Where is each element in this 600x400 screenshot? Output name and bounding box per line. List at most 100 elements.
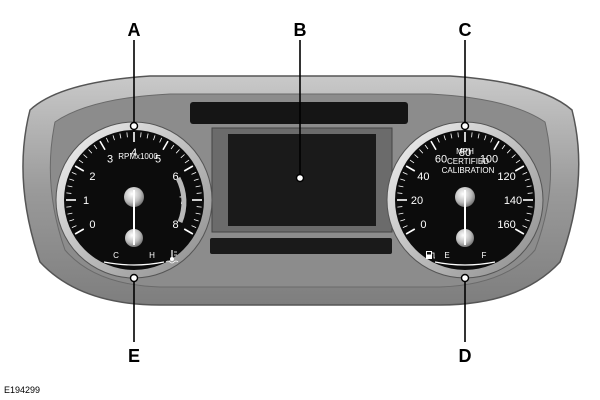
speedometer-scale-label: 160: [497, 219, 515, 231]
speedometer-major-tick: [514, 165, 525, 172]
speedometer-minor-tick: [511, 154, 516, 159]
speedometer-minor-tick: [424, 144, 429, 150]
tachometer-minor-tick: [69, 219, 75, 222]
tachometer-minor-tick: [184, 159, 190, 164]
speedometer-minor-tick: [450, 133, 453, 139]
fuel-pump-icon: [426, 251, 435, 259]
speedometer-minor-tick: [526, 185, 532, 188]
tachometer-major-tick: [162, 140, 169, 151]
speedometer-minor-tick: [398, 185, 404, 188]
speedometer-minor-tick: [484, 135, 487, 141]
tachometer-scale-label: 8: [173, 219, 179, 231]
tachometer-minor-tick: [126, 132, 128, 138]
tachometer-minor-tick: [71, 225, 77, 229]
speedometer-minor-tick: [526, 212, 532, 215]
figure-id: E194299: [4, 385, 41, 395]
speedometer-scale-label: 100: [480, 153, 498, 165]
tachometer-minor-tick: [83, 154, 88, 159]
tachometer-minor-tick: [69, 178, 75, 181]
tachometer-minor-tick: [67, 212, 73, 215]
tachometer-minor-tick: [191, 171, 197, 175]
speedometer-major-tick: [514, 228, 525, 235]
tachometer-major-tick: [183, 228, 194, 235]
speedometer-scale-label: 40: [417, 171, 429, 183]
display-top-strip: [190, 102, 408, 124]
tachometer-minor-tick: [88, 149, 93, 154]
fuel-empty-label: E: [444, 251, 449, 260]
callout-label-e: E: [128, 346, 140, 366]
tachometer-redline: [175, 176, 187, 223]
tachometer-minor-tick: [191, 225, 197, 229]
callout-dot-e: [129, 273, 139, 283]
speedometer-scale-label: 0: [420, 219, 426, 231]
speedometer-major-tick: [430, 140, 437, 151]
speedometer-major-tick: [405, 228, 416, 235]
speedometer-minor-tick: [414, 154, 419, 159]
callout-label-a: A: [128, 20, 141, 40]
speedometer-scale-label: 120: [497, 171, 515, 183]
tachometer-major-tick: [99, 140, 106, 151]
speedometer-minor-tick: [419, 149, 424, 154]
speedometer-minor-tick: [397, 206, 403, 208]
tachometer-scale-label: 3: [107, 153, 113, 165]
tachometer-minor-tick: [180, 154, 185, 159]
speedometer-minor-tick: [443, 135, 446, 141]
speedometer-minor-tick: [471, 132, 473, 138]
tachometer-minor-tick: [66, 192, 72, 194]
speedometer-minor-tick: [398, 212, 404, 215]
tachometer-scale-label: 6: [173, 171, 179, 183]
speedometer-minor-tick: [527, 206, 533, 208]
tachometer-minor-tick: [66, 206, 72, 208]
speedometer-minor-tick: [402, 225, 408, 229]
speedometer-minor-tick: [490, 137, 494, 143]
tachometer-major-tick: [74, 228, 85, 235]
speedometer-minor-tick: [436, 137, 440, 143]
tachometer-minor-tick: [67, 185, 73, 188]
tachometer-minor-tick: [196, 192, 202, 194]
tachometer-minor-tick: [195, 212, 201, 215]
speedometer-minor-tick: [524, 178, 530, 181]
tachometer-major-tick: [183, 165, 194, 172]
temperature-icon: [165, 250, 179, 264]
tachometer-minor-tick: [112, 135, 115, 141]
speedometer-label-line1: CERTIFIED: [447, 157, 489, 166]
tachometer-scale-label: 2: [89, 171, 95, 183]
speedometer-minor-tick: [522, 171, 528, 175]
callout-dot-b: [295, 173, 305, 183]
display-bottom-strip: [210, 238, 392, 254]
speedometer-minor-tick: [522, 225, 528, 229]
speedometer-minor-tick: [515, 159, 521, 164]
speedometer-scale-label: 80: [459, 147, 471, 159]
tachometer-minor-tick: [105, 137, 109, 143]
tachometer-minor-tick: [146, 133, 149, 139]
tachometer-minor-tick: [93, 144, 98, 150]
tachometer-label: RPMx1000: [118, 152, 158, 161]
callout-label-d: D: [459, 346, 472, 366]
speedometer-minor-tick: [402, 171, 408, 175]
callout-dot-d: [460, 273, 470, 283]
callout-label-b: B: [294, 20, 307, 40]
fuel-gauge-arc: [434, 261, 496, 266]
tachometer-minor-tick: [175, 149, 180, 154]
tachometer-minor-tick: [195, 185, 201, 188]
speedometer-minor-tick: [457, 132, 459, 138]
tachometer-scale-label: 5: [155, 153, 161, 165]
speedometer-minor-tick: [501, 144, 506, 150]
speedometer-minor-tick: [400, 219, 406, 222]
tachometer-minor-tick: [196, 206, 202, 208]
tachometer-minor-tick: [193, 178, 199, 181]
speedometer-minor-tick: [409, 159, 415, 164]
speedometer-label-line2: CALIBRATION: [442, 166, 495, 175]
fuel-full-label: F: [482, 251, 487, 260]
speedometer-minor-tick: [400, 178, 406, 181]
callout-dot-c: [460, 121, 470, 131]
tachometer-major-tick: [74, 165, 85, 172]
speedometer-scale-label: 60: [435, 153, 447, 165]
tachometer-scale-label: 0: [89, 219, 95, 231]
speedometer-major-tick: [493, 140, 500, 151]
tachometer-minor-tick: [71, 171, 77, 175]
tachometer-minor-tick: [170, 144, 175, 150]
